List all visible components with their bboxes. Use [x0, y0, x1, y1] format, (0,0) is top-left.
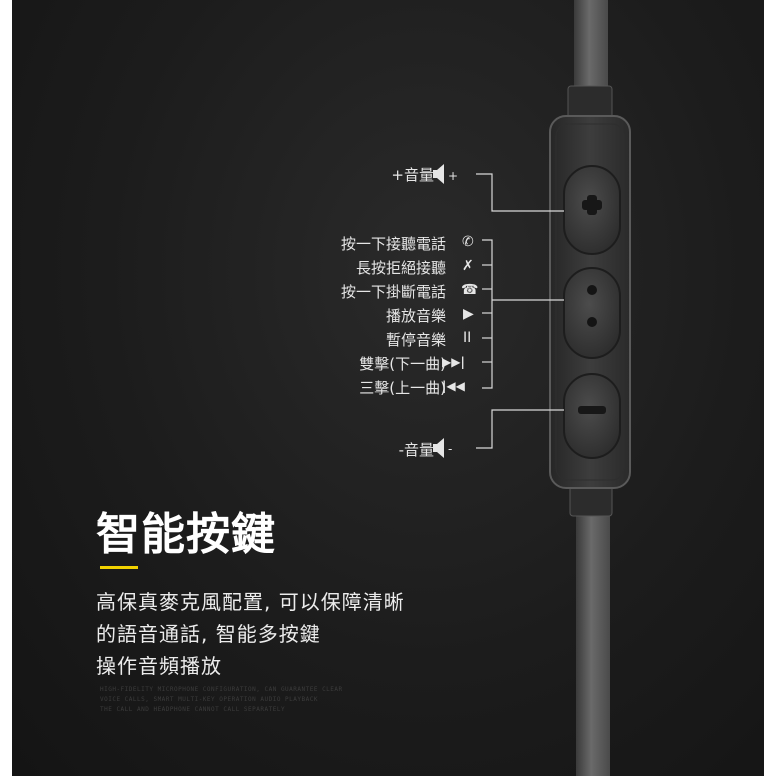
play-icon: ▶ — [463, 306, 474, 322]
volume-up-label: +音量 — [391, 166, 434, 184]
prev-track-icon: |◀◀ — [442, 379, 465, 393]
volume-down-button[interactable] — [563, 373, 621, 459]
accent-underline — [100, 566, 138, 569]
phone-answer-icon: ✆ — [462, 234, 474, 250]
pause-music-label: 暫停音樂 — [385, 331, 446, 349]
play-music-label: 播放音樂 — [385, 307, 446, 325]
svg-text:+: + — [448, 169, 458, 183]
pause-icon: II — [463, 330, 472, 346]
section-heading: 智能按鍵 — [96, 509, 276, 560]
previous-track-label: 三擊(上一曲) — [359, 379, 446, 397]
description-line-2: 的語音通話, 智能多按鍵 — [96, 622, 321, 646]
next-track-label: 雙擊(下一曲) — [359, 355, 446, 373]
phone-reject-icon: ✗ — [462, 258, 474, 274]
speaker-plus-icon: + — [433, 164, 458, 184]
speaker-minus-icon: - — [433, 438, 452, 458]
fine-print-line-3: THE CALL AND HEADPHONE CANNOT CALL SEPAR… — [100, 706, 286, 713]
volume-up-button[interactable] — [563, 165, 621, 255]
connector-top — [567, 85, 613, 121]
next-track-icon: ▶▶| — [442, 355, 465, 369]
phone-hangup-icon: ☎ — [461, 282, 479, 298]
fine-print-line-1: HIGH-FIDELITY MICROPHONE CONFIGURATION, … — [100, 686, 343, 693]
description-line-3: 操作音頻播放 — [96, 654, 222, 678]
cable-top — [574, 0, 608, 95]
description-line-1: 高保真麥克風配置, 可以保障清晰 — [96, 590, 405, 614]
reject-call-label: 長按拒絕接聽 — [355, 259, 446, 277]
leader-lines — [476, 173, 564, 449]
multifunction-button[interactable] — [563, 267, 621, 359]
fine-print-line-2: VOICE CALLS, SMART MULTI-KEY OPERATION A… — [100, 696, 318, 703]
hangup-call-label: 按一下掛斷電話 — [340, 283, 446, 301]
cable-bottom — [576, 505, 610, 776]
remote-illustration: + - — [433, 0, 631, 776]
answer-call-label: 按一下接聽電話 — [340, 235, 446, 253]
svg-text:-: - — [448, 442, 452, 456]
volume-down-label: -音量 — [398, 441, 434, 459]
product-banner: + - +音量 按一下接聽電話 ✆ 長按拒絕接聽 ✗ 按一下掛斷電話 ☎ 播放音… — [12, 0, 764, 776]
